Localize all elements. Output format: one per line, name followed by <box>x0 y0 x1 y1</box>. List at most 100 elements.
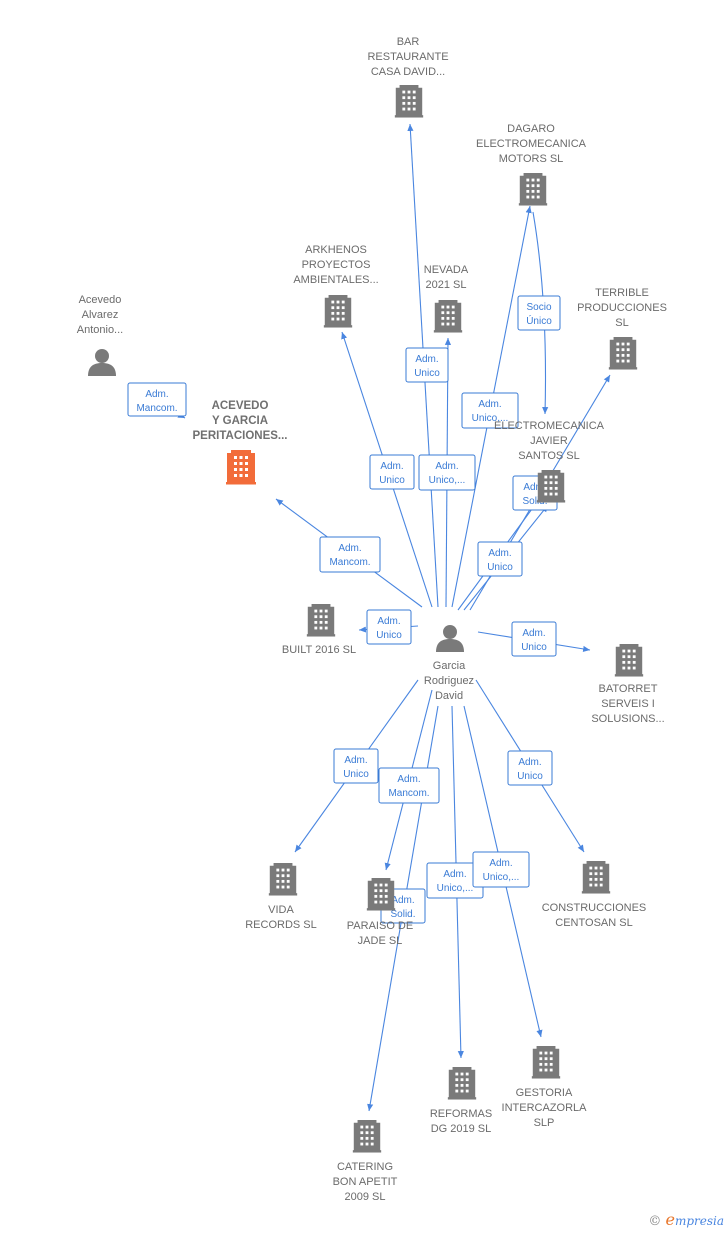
node-label-line: MOTORS SL <box>499 153 564 165</box>
role-badge-text: Unico <box>376 630 402 641</box>
node-label-line: Acevedo <box>79 294 122 306</box>
node-label-line: CONSTRUCCIONES <box>542 902 647 914</box>
building-icon <box>536 469 566 503</box>
role-badge-text: Adm. <box>380 461 403 472</box>
building-icon <box>518 172 548 206</box>
node-acevedo-alvarez[interactable]: AcevedoAlvarezAntonio... <box>77 294 123 376</box>
node-reformas-dg[interactable]: REFORMAS DG 2019 SL <box>430 1066 492 1135</box>
role-badge-built: Adm. Unico <box>366 609 412 645</box>
building-icon <box>268 862 298 896</box>
building-icon <box>306 603 336 637</box>
node-label-line: DG 2019 SL <box>431 1123 492 1135</box>
building-icon <box>608 336 638 370</box>
node-label-line: JADE SL <box>358 935 403 947</box>
role-badge-text: Unico <box>487 562 513 573</box>
role-badge-text: Adm. <box>518 757 541 768</box>
role-badge-box <box>378 767 440 804</box>
role-badge-text: Adm. <box>443 869 466 880</box>
node-label-line: Garcia <box>433 660 466 672</box>
role-badge-batorret: Adm.Unico <box>511 621 557 657</box>
node-label-line: SERVEIS I <box>601 698 655 710</box>
node-terrible[interactable]: TERRIBLE PRODUCCIONES SL <box>577 287 667 370</box>
role-badge-box <box>477 541 523 577</box>
role-badge-text: Adm. <box>377 616 400 627</box>
role-badge-box <box>366 609 412 645</box>
role-badge-arkhenos: Adm.Unico <box>369 454 415 490</box>
role-badge-text: Adm. <box>478 399 501 410</box>
node-label-line: ACEVEDO <box>212 400 269 412</box>
role-badge-gestoria: Adm.Unico,... <box>472 851 530 888</box>
node-label-line: RECORDS SL <box>245 919 317 931</box>
node-label-line: SL <box>615 317 628 329</box>
node-label-line: BUILT 2016 SL <box>282 644 356 656</box>
role-badge-text: Socio <box>526 302 551 313</box>
building-icon <box>323 294 353 328</box>
role-badge-text: Unico <box>517 771 543 782</box>
role-badge-text: Adm. <box>344 755 367 766</box>
role-badge-text: Solid. <box>522 496 547 507</box>
role-badge-box <box>127 382 187 417</box>
building-icon <box>531 1045 561 1079</box>
node-label-line: REFORMAS <box>430 1108 492 1120</box>
role-badge-dagaro: Adm. Unico,... <box>461 392 519 429</box>
role-badge-box <box>511 621 557 657</box>
node-label-line: PERITACIONES... <box>193 430 288 442</box>
role-badge-text: Unico <box>414 368 440 379</box>
node-paraiso-jade[interactable]: PARAISO DE JADE SL <box>347 877 413 947</box>
node-label-line: PROYECTOS <box>302 259 371 271</box>
role-badge-construcciones: Adm. Unico <box>507 750 553 786</box>
node-label-line: RESTAURANTE <box>367 51 448 63</box>
role-badge-box <box>369 454 415 490</box>
role-badge-text: Adm. <box>489 858 512 869</box>
node-built-2016[interactable]: BUILT 2016 SL <box>282 603 356 656</box>
node-label-line: 2009 SL <box>345 1191 386 1203</box>
role-badge-text: Adm. <box>391 895 414 906</box>
role-badge-bar: Adm. Unico <box>405 347 449 383</box>
role-badge-text: Adm. <box>338 543 361 554</box>
node-label-line: GESTORIA <box>516 1087 573 1099</box>
role-badge-terrible: Adm.Unico <box>477 541 523 577</box>
node-label-line: PARAISO DE <box>347 920 413 932</box>
node-label-line: ARKHENOS <box>305 244 367 256</box>
brand-name: mpresia <box>674 1214 724 1228</box>
node-label-line: SANTOS SL <box>518 450 580 462</box>
role-badge-text: Mancom. <box>329 557 370 568</box>
role-badge-text: Unico,... <box>472 413 509 424</box>
role-badge-text: Adm. <box>415 354 438 365</box>
role-badge-nevada: Adm.Unico,... <box>418 454 476 491</box>
node-label-line: PRODUCCIONES <box>577 302 667 314</box>
role-labels: Adm.Mancom.Adm.Mancom.Adm.UnicoAdm.Unico… <box>127 295 561 924</box>
role-badge-vida: Adm.Unico <box>333 748 379 784</box>
role-badge-text: Mancom. <box>136 403 177 414</box>
node-label-line: ELECTROMECANICA <box>476 138 587 150</box>
role-badge-text: Adm. <box>435 461 458 472</box>
role-badge-text: Solid. <box>390 909 415 920</box>
role-badge-text: Adm. <box>523 482 546 493</box>
role-badge-box <box>319 536 381 573</box>
node-label-line: SLP <box>534 1117 555 1129</box>
node-label-line: TERRIBLE <box>595 287 649 299</box>
node-label-line: BATORRET <box>599 683 658 695</box>
role-badge-box <box>333 748 379 784</box>
node-label-line: David <box>435 690 463 702</box>
node-dagaro[interactable]: DAGARO ELECTROMECANICA MOTORS SL <box>476 123 587 206</box>
node-arkhenos[interactable]: ARKHENOSPROYECTOSAMBIENTALES... <box>293 244 379 328</box>
role-badge-text: Único <box>526 314 552 327</box>
role-badge-box <box>507 750 553 786</box>
empresia-watermark: © empresia <box>648 1210 724 1229</box>
brand-initial: e <box>665 1210 675 1229</box>
role-badge-text: Adm. <box>522 628 545 639</box>
role-badge-center-acevedo: Adm. Mancom. <box>319 536 381 573</box>
node-label-line: DAGARO <box>507 123 555 135</box>
node-label-line: Antonio... <box>77 324 123 336</box>
